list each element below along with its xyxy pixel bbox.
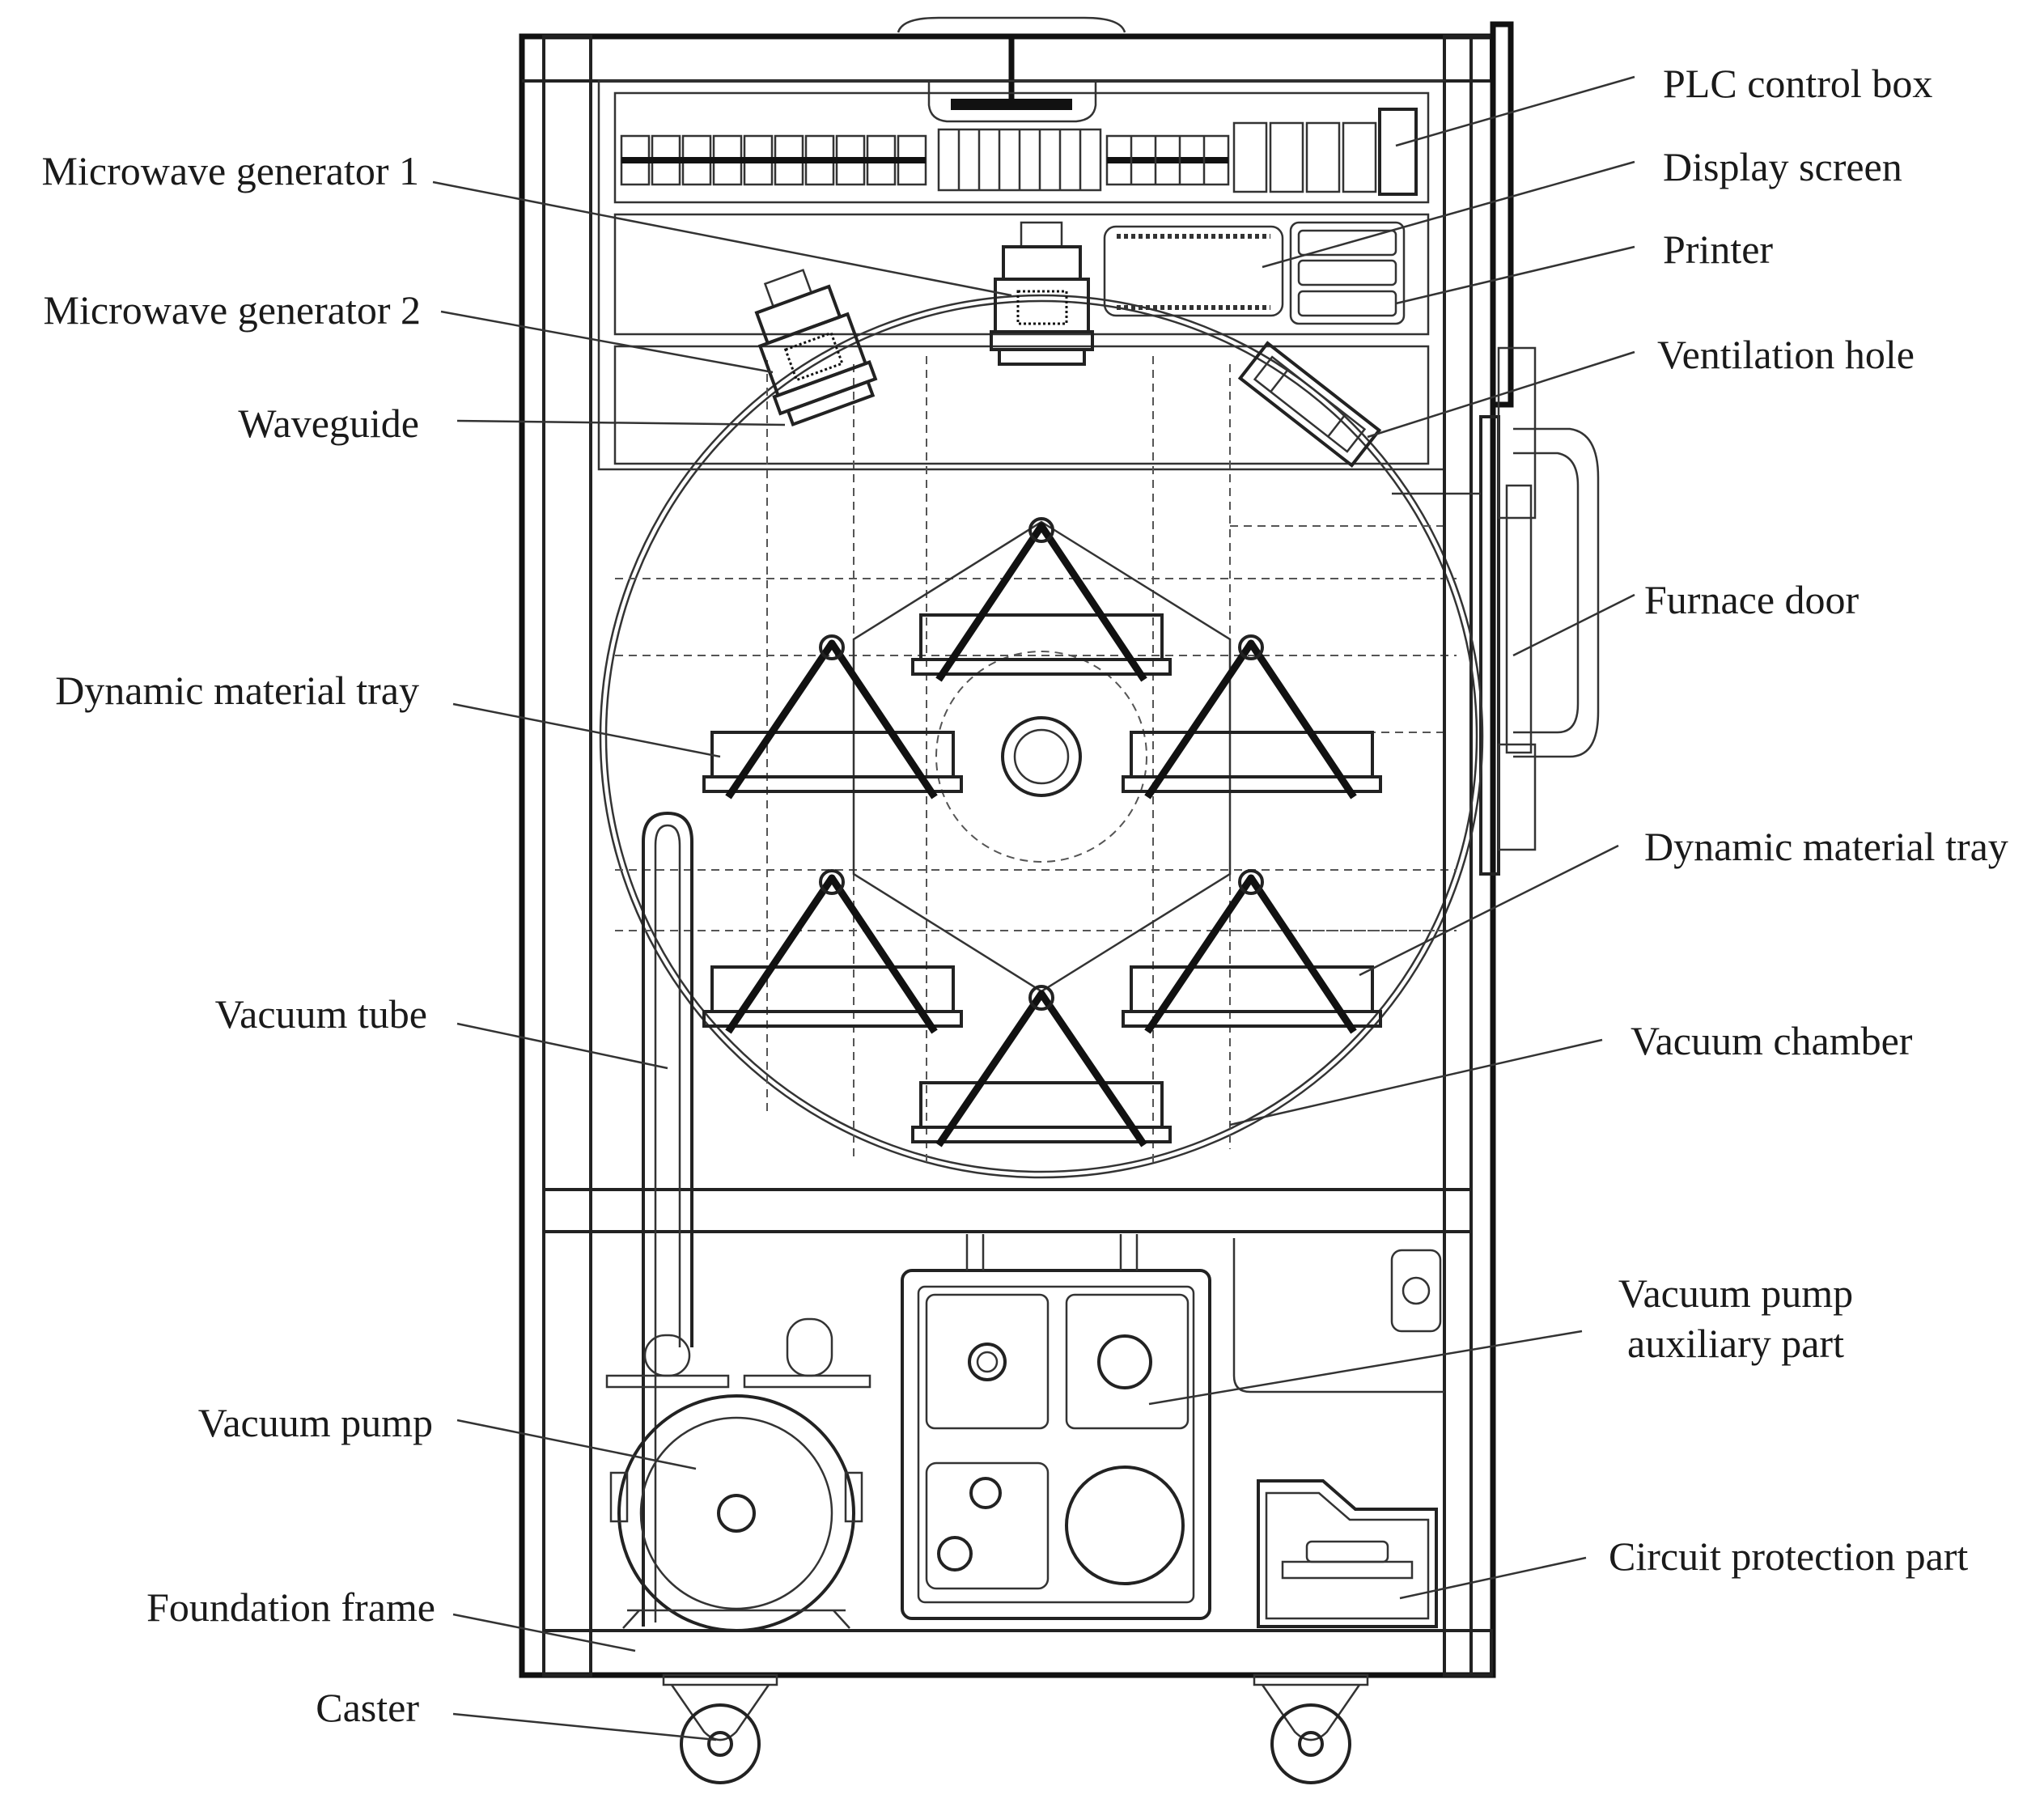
material-tray — [702, 634, 963, 800]
vacuum-chamber — [599, 294, 1484, 1179]
vacuum-pump-auxiliary-part — [901, 1234, 1211, 1620]
furnace-door — [1392, 346, 1600, 876]
caster-right — [1253, 1673, 1369, 1784]
label-plc-control-box: PLC control box — [1663, 61, 1932, 106]
terminal-blocks — [620, 108, 1418, 196]
plc-panel — [597, 79, 1446, 471]
label-dynamic-material-tray-right: Dynamic material tray — [1644, 824, 2008, 869]
cabinet-frame — [519, 16, 1514, 1678]
labels: PLC control box Display screen Printer V… — [42, 61, 2008, 1730]
microwave-generator-1 — [990, 221, 1094, 366]
label-vacuum-chamber: Vacuum chamber — [1631, 1018, 1913, 1063]
label-foundation-frame: Foundation frame — [146, 1584, 435, 1630]
label-circuit-protection-part: Circuit protection part — [1609, 1533, 1968, 1579]
material-trays — [702, 517, 1382, 1147]
label-dynamic-material-tray-left: Dynamic material tray — [55, 668, 419, 713]
microwave-generator-2 — [754, 269, 878, 427]
material-tray — [1122, 634, 1382, 800]
ventilation-hole — [1237, 341, 1382, 468]
label-microwave-generator-2: Microwave generator 2 — [44, 287, 421, 333]
vacuum-pump — [605, 1317, 871, 1632]
label-vacuum-pump-auxiliary-part-line1: Vacuum pump — [1618, 1270, 1853, 1316]
label-vacuum-tube: Vacuum tube — [215, 991, 427, 1037]
label-vacuum-pump: Vacuum pump — [198, 1400, 433, 1445]
leader-lines — [432, 75, 1635, 1741]
label-vacuum-pump-auxiliary-part-line2: auxiliary part — [1627, 1321, 1844, 1366]
label-display-screen: Display screen — [1663, 144, 1902, 189]
machine-drawing — [519, 16, 1600, 1784]
circuit-protection-part — [1232, 1238, 1444, 1628]
label-ventilation-hole: Ventilation hole — [1657, 332, 1915, 377]
label-furnace-door: Furnace door — [1644, 577, 1860, 622]
label-caster: Caster — [316, 1685, 419, 1730]
label-waveguide: Waveguide — [238, 401, 419, 446]
caster-left — [662, 1673, 778, 1784]
material-tray — [1122, 869, 1382, 1034]
material-tray — [702, 869, 963, 1034]
vacuum-tube — [642, 811, 693, 1627]
material-tray — [911, 517, 1172, 682]
label-microwave-generator-1: Microwave generator 1 — [42, 148, 419, 193]
material-tray — [911, 985, 1172, 1147]
label-printer: Printer — [1663, 227, 1773, 272]
